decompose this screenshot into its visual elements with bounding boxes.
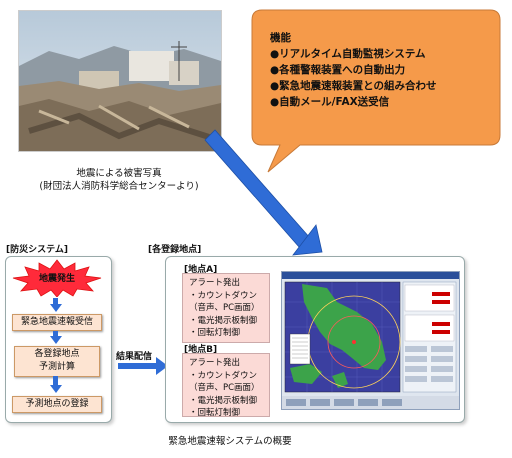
point-b-box: アラート発出 ・カウントダウン （音声、PC画面） ・電光掲示板制御 ・回転灯制…	[182, 353, 270, 418]
point-a-title: [地点A]	[184, 265, 218, 275]
flow-arrow-stem	[53, 331, 58, 337]
callout-item: ●緊急地震速報装置との組み合わせ	[270, 80, 437, 92]
flow-arrow-head	[49, 385, 62, 393]
photo-caption-line1: 地震による被害写真	[76, 168, 162, 179]
point-a-line: ・カウントダウン	[189, 290, 258, 301]
flow-arrow-head	[49, 304, 62, 312]
diagram-caption: 緊急地震速報システムの概要	[168, 436, 292, 447]
burst-label: 地震発生	[38, 274, 75, 284]
callout-item: ●リアルタイム自動監視システム	[270, 48, 426, 60]
point-a-box: アラート発出 ・カウントダウン （音声、PC画面） ・電光掲示板制御 ・回転灯制…	[182, 273, 270, 343]
callout-item: ●自動メール/FAX送受信	[270, 96, 390, 108]
flow-arrow-stem	[53, 376, 58, 386]
callout-title: 機能	[270, 32, 291, 44]
point-b-line: アラート発出	[189, 358, 241, 368]
callout-bubble	[251, 9, 501, 173]
flow-arrow-head	[49, 336, 62, 344]
callout-text: 機能 ●リアルタイム自動監視システム ●各種警報装置への自動出力 ●緊急地震速報…	[270, 30, 480, 110]
point-b-line: ・カウントダウン	[189, 370, 258, 381]
registered-title: [各登録地点]	[148, 245, 202, 255]
result-label: 結果配信	[116, 352, 153, 362]
disaster-system-title: [防災システム]	[6, 245, 68, 255]
callout-item: ●各種警報装置への自動出力	[270, 64, 406, 76]
photo-caption-line2: (財団法人消防科学総合センターより)	[39, 181, 199, 192]
point-a-line: ・回転灯制御	[189, 328, 241, 338]
point-a-line: アラート発出	[189, 278, 241, 288]
result-arrow	[118, 357, 168, 375]
flow-step-calc: 各登録地点 予測計算	[14, 346, 100, 377]
big-blue-arrow	[204, 129, 323, 256]
earthquake-burst	[12, 259, 102, 297]
point-a-line: ・電光掲示板制御	[189, 315, 258, 326]
point-b-line: （音声、PC画面）	[189, 383, 260, 393]
disaster-photo	[18, 10, 222, 152]
photo-caption: 地震による被害写真 (財団法人消防科学総合センターより)	[18, 167, 220, 193]
flow-arrow-stem	[53, 298, 58, 305]
flow-step-receive: 緊急地震速報受信	[12, 314, 102, 331]
point-b-title: [地点B]	[184, 345, 218, 355]
monitor-screenshot	[281, 271, 460, 410]
point-b-line: ・電光掲示板制御	[189, 395, 258, 406]
flow-step-register: 予測地点の登録	[12, 396, 102, 413]
point-a-line: （音声、PC画面）	[189, 303, 260, 313]
point-b-line: ・回転灯制御	[189, 408, 241, 418]
